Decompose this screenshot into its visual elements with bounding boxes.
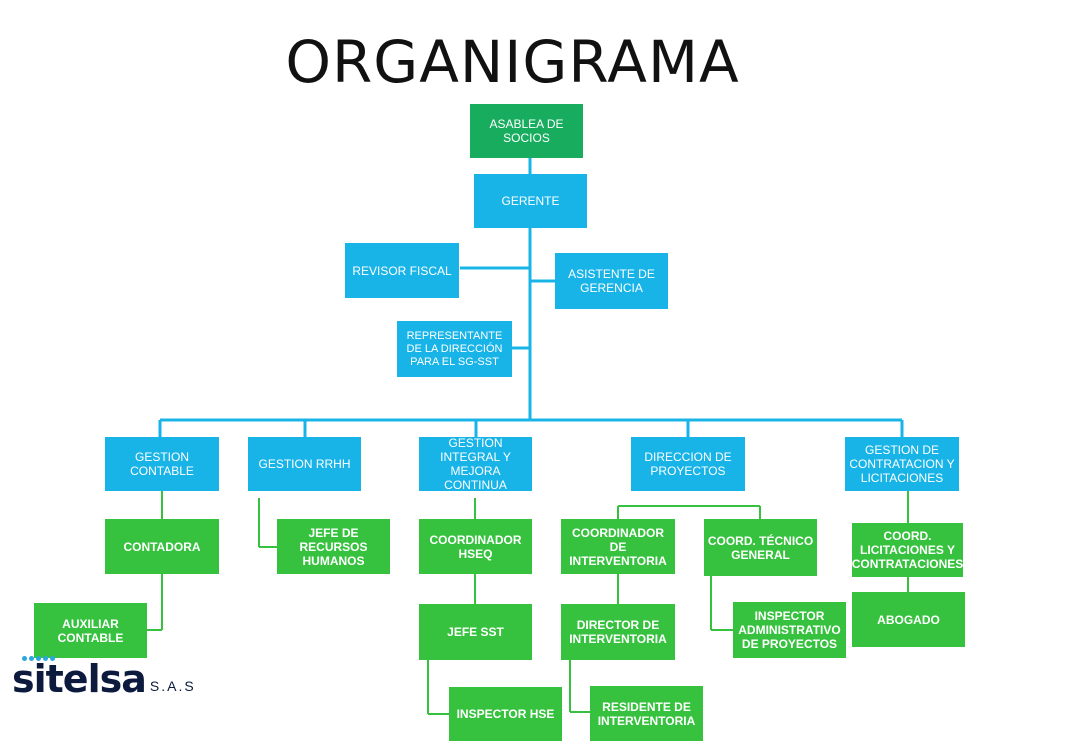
node-jefe-sst: JEFE SST [419,604,532,660]
node-gestion-rrhh: GESTION RRHH [248,437,361,491]
node-gestion-integral: GESTION INTEGRAL Y MEJORA CONTINUA [419,436,532,492]
company-logo: sitelsa S.A.S [12,656,196,701]
node-director-interventoria: DIRECTOR DE INTERVENTORIA [561,604,675,660]
node-gestion-contratacion: GESTION DE CONTRATACION Y LICITACIONES [845,437,959,491]
node-direccion-proyectos: DIRECCION DE PROYECTOS [631,437,745,491]
node-gestion-contable: GESTION CONTABLE [105,437,219,491]
node-contadora: CONTADORA [105,519,219,574]
node-residente-interventoria: RESIDENTE DE INTERVENTORIA [590,686,703,741]
logo-dots [22,656,55,661]
node-asamblea: ASABLEA DE SOCIOS [470,104,583,158]
node-gerente: GERENTE [474,174,587,228]
node-inspector-administrativo: INSPECTOR ADMINISTRATIVO DE PROYECTOS [733,602,846,658]
node-abogado: ABOGADO [852,592,965,647]
node-asistente-gerencia: ASISTENTE DE GERENCIA [555,253,668,309]
node-coord-tecnico: COORD. TÉCNICO GENERAL [704,519,817,576]
node-revisor-fiscal: REVISOR FISCAL [345,243,459,298]
node-coordinador-interventoria: COORDINADOR DE INTERVENTORIA [561,519,675,574]
node-coordinador-hseq: COORDINADOR HSEQ [419,519,532,574]
logo-wordmark: sitelsa [12,657,147,701]
node-auxiliar-contable: AUXILIAR CONTABLE [34,603,147,658]
logo-suffix: S.A.S [149,678,196,694]
node-inspector-hse: INSPECTOR HSE [449,687,562,741]
node-coord-licitaciones: COORD. LICITACIONES Y CONTRATACIONES [852,523,963,577]
page-title: ORGANIGRAMA [285,28,740,96]
node-representante: REPRESENTANTE DE LA DIRECCIÓN PARA EL SG… [397,321,512,377]
node-jefe-rrhh: JEFE DE RECURSOS HUMANOS [277,519,390,574]
